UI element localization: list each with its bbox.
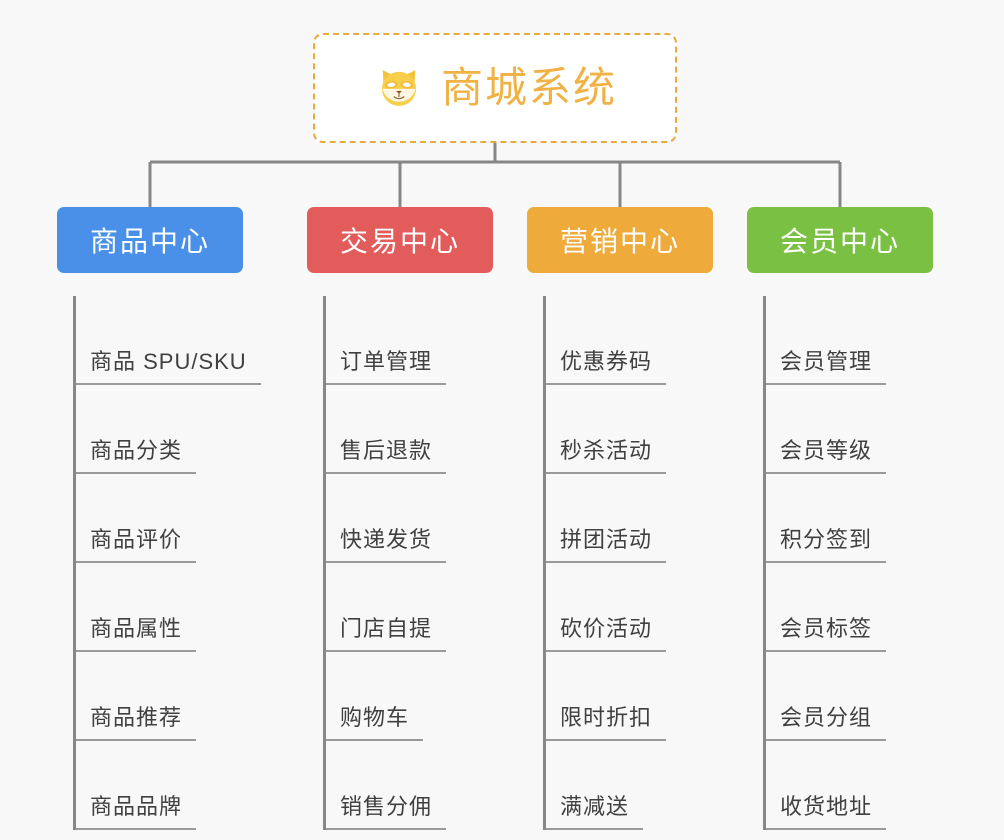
branch-item-list-member: 会员管理 会员等级 积分签到 会员标签 会员分组 收货地址 xyxy=(763,296,967,830)
branch-header-member[interactable]: 会员中心 xyxy=(747,207,933,273)
list-item[interactable]: 商品分类 xyxy=(76,385,277,474)
branch-header-label: 商品中心 xyxy=(89,226,210,257)
list-item[interactable]: 秒杀活动 xyxy=(546,385,747,474)
list-item[interactable]: 会员分组 xyxy=(766,652,967,741)
list-item-label: 限时折扣 xyxy=(546,700,667,741)
list-item[interactable]: 拼团活动 xyxy=(546,474,747,563)
list-item-label: 优惠券码 xyxy=(546,344,667,385)
list-item-label: 商品推荐 xyxy=(76,700,197,741)
branch-item-list-marketing: 优惠券码 秒杀活动 拼团活动 砍价活动 限时折扣 满减送 xyxy=(543,296,747,830)
list-item[interactable]: 商品评价 xyxy=(76,474,277,563)
list-item-label: 拼团活动 xyxy=(546,522,667,563)
root-node[interactable]: 商城系统 xyxy=(313,33,677,143)
branch-column-trade: 交易中心 订单管理 售后退款 快递发货 门店自提 购物车 销售分佣 xyxy=(307,207,527,830)
list-item-label: 满减送 xyxy=(546,789,644,830)
dog-face-icon xyxy=(373,62,425,114)
list-item-label: 积分签到 xyxy=(766,522,887,563)
branch-header-label: 会员中心 xyxy=(779,226,900,257)
list-item[interactable]: 商品 SPU/SKU xyxy=(76,296,277,385)
list-item[interactable]: 满减送 xyxy=(546,741,747,830)
list-item[interactable]: 会员等级 xyxy=(766,385,967,474)
list-item[interactable]: 限时折扣 xyxy=(546,652,747,741)
list-item[interactable]: 商品品牌 xyxy=(76,741,277,830)
list-item-label: 订单管理 xyxy=(326,344,447,385)
branch-header-label: 交易中心 xyxy=(339,226,460,257)
list-item-label: 商品属性 xyxy=(76,611,197,652)
list-item-label: 快递发货 xyxy=(326,522,447,563)
list-item-label: 购物车 xyxy=(326,700,424,741)
list-item-label: 会员标签 xyxy=(766,611,887,652)
list-item-label: 销售分佣 xyxy=(326,789,447,830)
list-item-label: 秒杀活动 xyxy=(546,433,667,474)
list-item[interactable]: 优惠券码 xyxy=(546,296,747,385)
list-item-label: 会员管理 xyxy=(766,344,887,385)
list-item-label: 会员分组 xyxy=(766,700,887,741)
list-item[interactable]: 积分签到 xyxy=(766,474,967,563)
branch-column-marketing: 营销中心 优惠券码 秒杀活动 拼团活动 砍价活动 限时折扣 满减送 xyxy=(527,207,747,830)
list-item[interactable]: 砍价活动 xyxy=(546,563,747,652)
branch-column-member: 会员中心 会员管理 会员等级 积分签到 会员标签 会员分组 收货地址 xyxy=(747,207,967,830)
branch-header-trade[interactable]: 交易中心 xyxy=(307,207,493,273)
list-item[interactable]: 快递发货 xyxy=(326,474,527,563)
list-item[interactable]: 会员管理 xyxy=(766,296,967,385)
list-item-label: 商品分类 xyxy=(76,433,197,474)
root-title: 商城系统 xyxy=(440,64,617,111)
branch-header-label: 营销中心 xyxy=(559,226,680,257)
branch-header-product[interactable]: 商品中心 xyxy=(57,207,243,273)
branch-header-marketing[interactable]: 营销中心 xyxy=(527,207,713,273)
list-item-label: 门店自提 xyxy=(326,611,447,652)
list-item-label: 砍价活动 xyxy=(546,611,667,652)
list-item[interactable]: 会员标签 xyxy=(766,563,967,652)
list-item[interactable]: 收货地址 xyxy=(766,741,967,830)
list-item-label: 会员等级 xyxy=(766,433,887,474)
list-item[interactable]: 门店自提 xyxy=(326,563,527,652)
branch-item-list-product: 商品 SPU/SKU 商品分类 商品评价 商品属性 商品推荐 商品品牌 xyxy=(73,296,277,830)
list-item[interactable]: 商品属性 xyxy=(76,563,277,652)
list-item-label: 商品品牌 xyxy=(76,789,197,830)
list-item-label: 商品评价 xyxy=(76,522,197,563)
list-item[interactable]: 售后退款 xyxy=(326,385,527,474)
list-item-label: 商品 SPU/SKU xyxy=(76,344,261,385)
list-item[interactable]: 订单管理 xyxy=(326,296,527,385)
branch-item-list-trade: 订单管理 售后退款 快递发货 门店自提 购物车 销售分佣 xyxy=(323,296,527,830)
list-item[interactable]: 购物车 xyxy=(326,652,527,741)
list-item-label: 收货地址 xyxy=(766,789,887,830)
list-item[interactable]: 商品推荐 xyxy=(76,652,277,741)
list-item[interactable]: 销售分佣 xyxy=(326,741,527,830)
list-item-label: 售后退款 xyxy=(326,433,447,474)
branch-column-product: 商品中心 商品 SPU/SKU 商品分类 商品评价 商品属性 商品推荐 商品品牌 xyxy=(57,207,277,830)
